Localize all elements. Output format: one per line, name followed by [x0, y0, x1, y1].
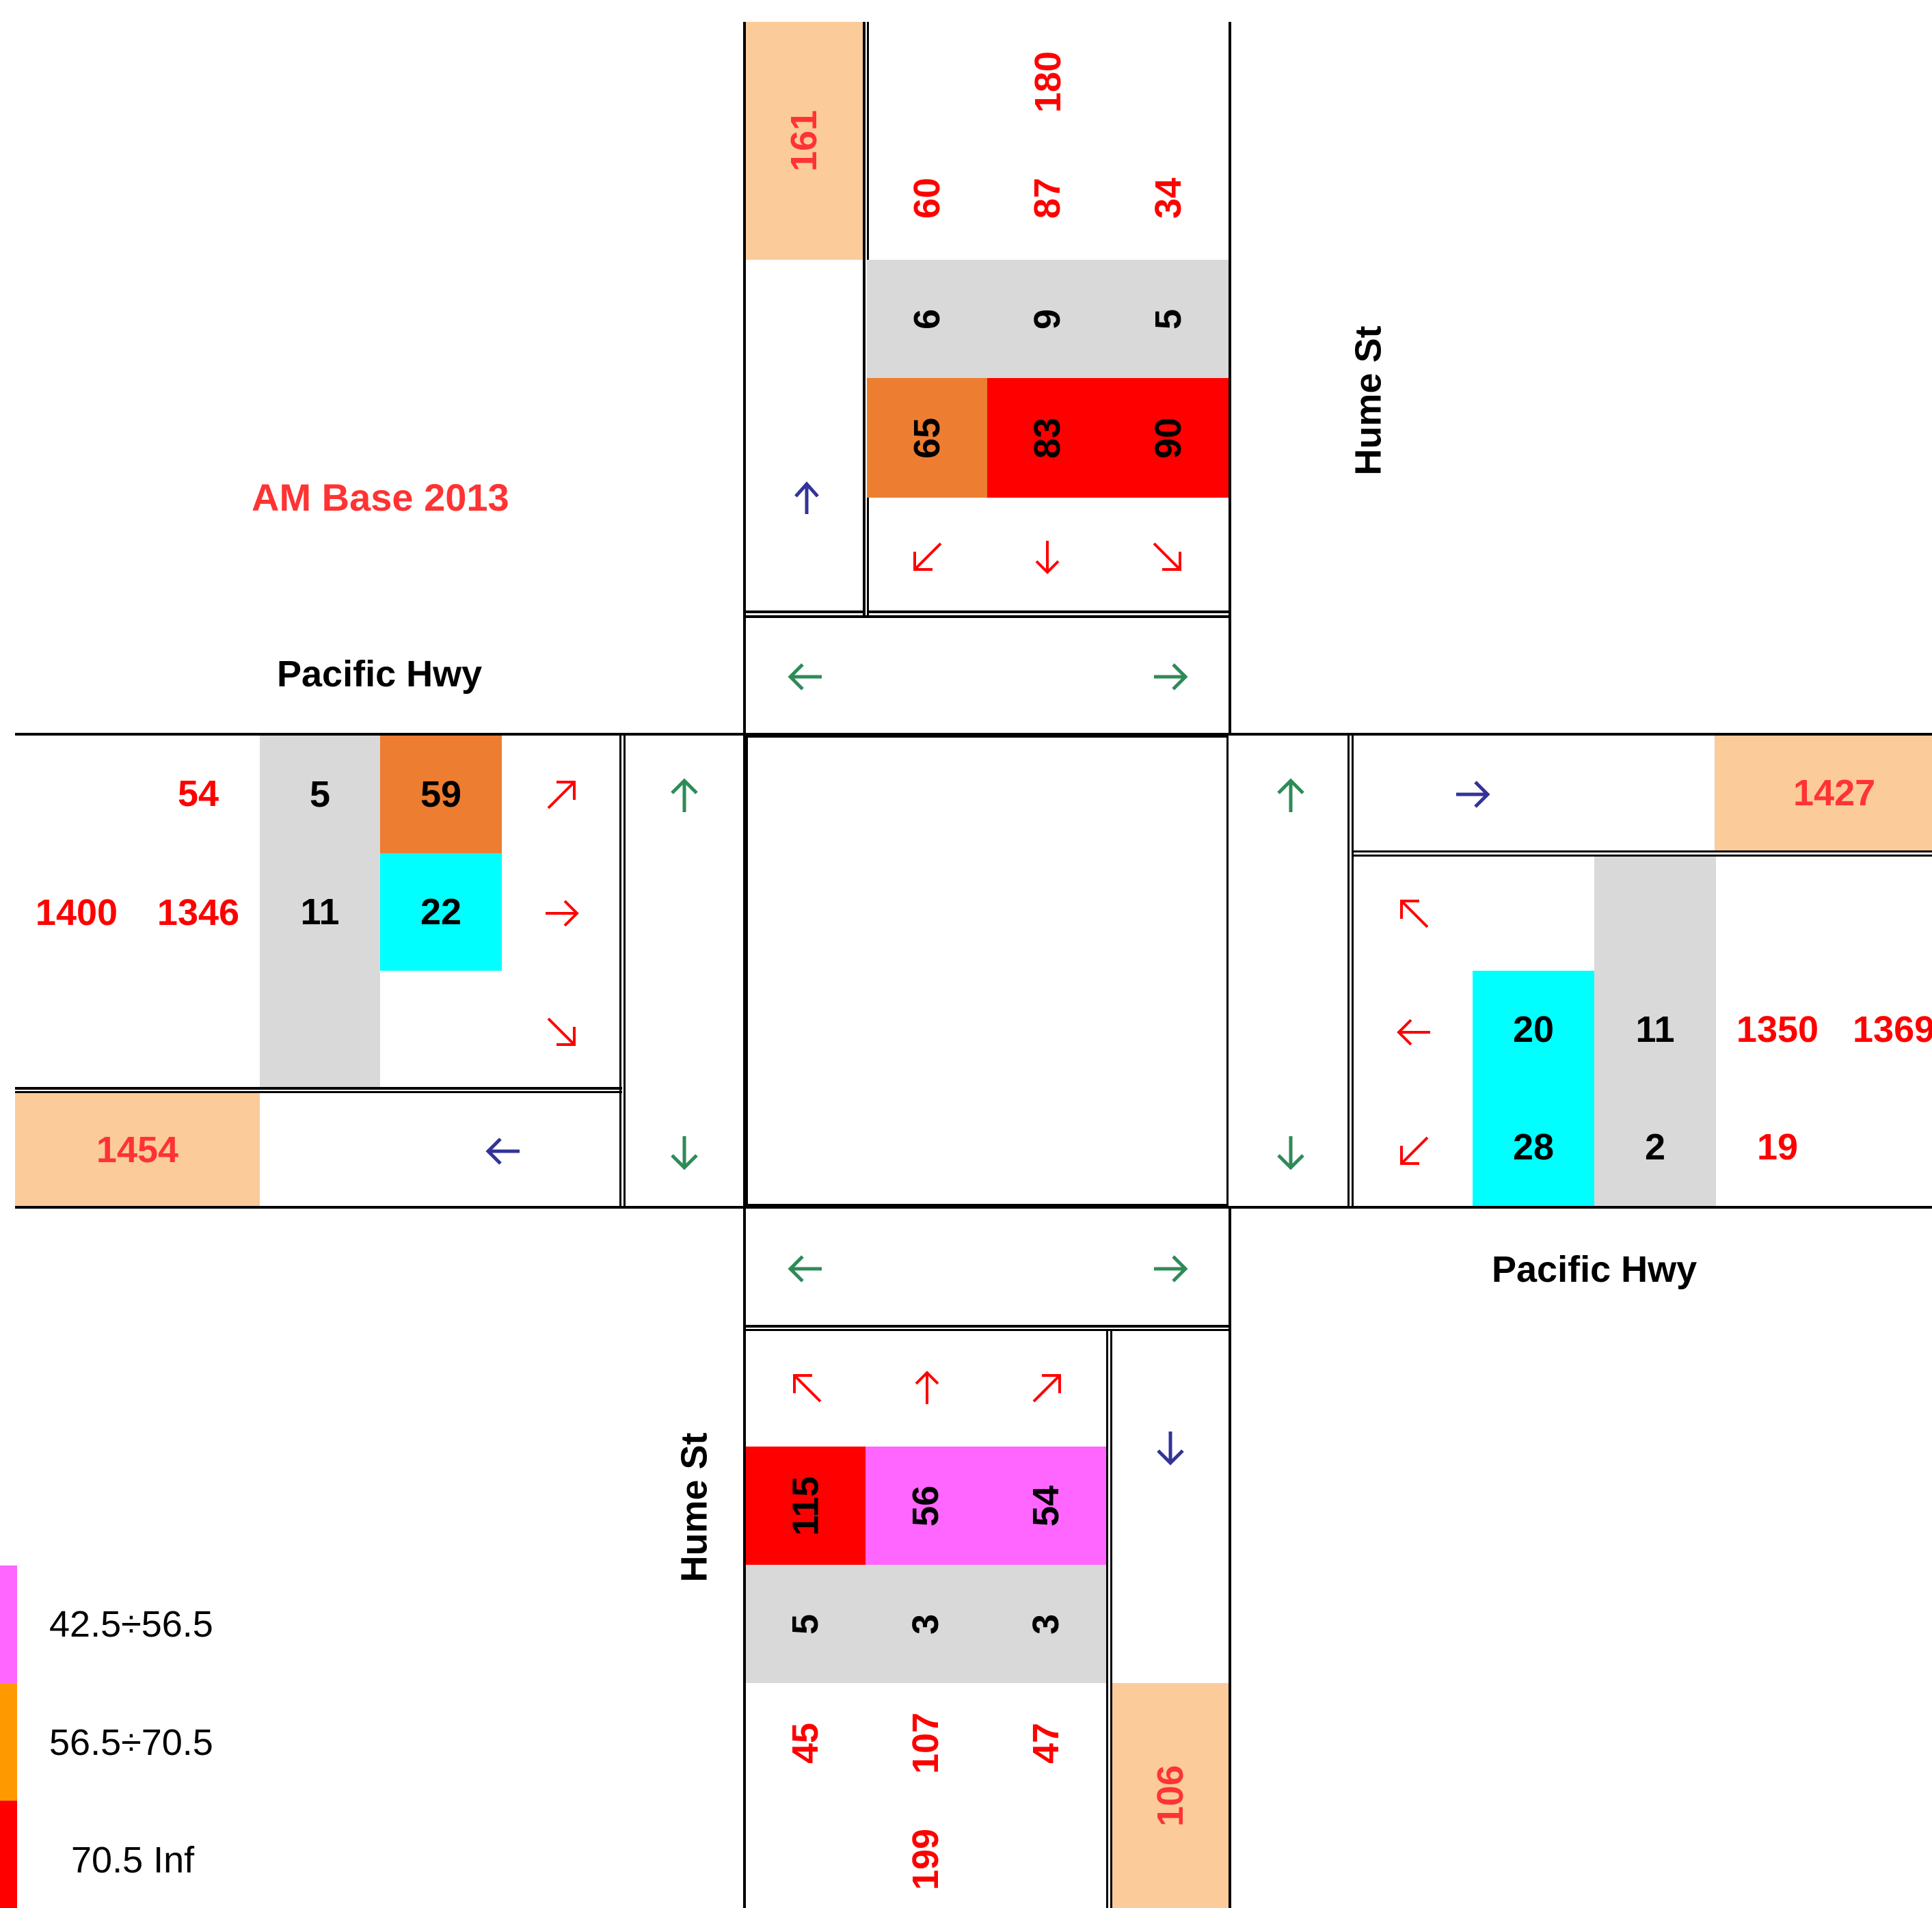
west-through-volume: 1346: [157, 892, 240, 933]
right-arrow-icon: [1154, 1255, 1188, 1282]
right-arrow-icon: [1456, 781, 1490, 808]
legend-swatch-magenta: [0, 1566, 17, 1683]
down-arrow-icon: [1157, 1432, 1184, 1466]
west-approach-total: 1400: [35, 892, 118, 933]
diagram-title: AM Base 2013: [252, 476, 509, 519]
down-left-arrow-icon: [1400, 1136, 1429, 1165]
left-arrow-icon: [1397, 1019, 1430, 1046]
down-left-arrow-icon: [913, 542, 942, 571]
down-arrow-icon: [1035, 541, 1060, 574]
east-through-volume: 1350: [1736, 1009, 1819, 1050]
up-arrow-icon: [671, 778, 698, 812]
legend-swatch-red: [0, 1801, 17, 1908]
up-arrow-icon: [915, 1371, 939, 1404]
up-arrow-icon: [1277, 778, 1304, 812]
right-arrow-icon: [546, 900, 579, 927]
south-through-heavy: 3: [905, 1613, 947, 1635]
street-label-hume-north: Hume St: [1347, 325, 1389, 476]
north-left-volume: 60: [906, 177, 948, 219]
west-exit-total: 1454: [15, 1093, 260, 1206]
legend-label: 70.5 Inf: [71, 1840, 195, 1881]
east-approach-total: 1369: [1853, 1009, 1932, 1050]
down-right-arrow-icon: [547, 1017, 576, 1046]
left-arrow-icon: [788, 1255, 822, 1282]
east-right-heavy: 2: [1644, 1127, 1666, 1168]
left-arrow-icon: [485, 1138, 520, 1165]
north-right-delay: 90: [1108, 378, 1229, 498]
east-right-delay: 28: [1473, 1088, 1594, 1206]
north-approach-total: 180: [1027, 51, 1069, 113]
east-through-heavy: 11: [1635, 1009, 1675, 1050]
south-left-heavy: 5: [785, 1613, 827, 1635]
up-left-arrow-icon: [1400, 900, 1429, 928]
north-exit-total: 161: [746, 22, 863, 260]
south-right-delay: 54: [987, 1447, 1106, 1565]
up-left-arrow-icon: [793, 1374, 822, 1403]
right-arrow-icon: [1154, 663, 1188, 690]
south-left-volume: 45: [785, 1722, 827, 1764]
east-right-volume: 19: [1756, 1127, 1799, 1168]
west-left-heavy: 5: [309, 774, 331, 815]
north-left-heavy: 6: [906, 308, 948, 330]
west-through-delay: 22: [380, 853, 502, 971]
street-label-pacific-east: Pacific Hwy: [1492, 1249, 1698, 1290]
intersection-center: [746, 736, 1229, 1206]
south-left-delay: 115: [746, 1447, 866, 1565]
down-right-arrow-icon: [1153, 542, 1181, 571]
west-left-delay: 59: [380, 736, 502, 853]
down-arrow-icon: [1277, 1136, 1304, 1170]
north-right-heavy: 5: [1147, 308, 1189, 330]
legend-label: 56.5÷70.5: [49, 1722, 213, 1763]
street-label-hume-south: Hume St: [673, 1432, 715, 1583]
north-left-delay: 65: [867, 378, 987, 498]
legend-label: 42.5÷56.5: [49, 1604, 213, 1645]
street-label-pacific-west: Pacific Hwy: [277, 654, 483, 695]
up-right-arrow-icon: [547, 781, 576, 809]
south-through-volume: 107: [905, 1712, 947, 1775]
legend-swatch-orange: [0, 1683, 17, 1801]
north-right-volume: 34: [1147, 177, 1189, 219]
south-exit-total: 106: [1112, 1683, 1229, 1908]
west-left-volume: 54: [177, 773, 219, 814]
south-approach-total: 199: [905, 1828, 947, 1891]
south-right-heavy: 3: [1025, 1613, 1067, 1635]
up-arrow-icon: [794, 481, 819, 514]
east-through-delay: 20: [1473, 971, 1594, 1088]
east-exit-total: 1427: [1715, 736, 1932, 850]
north-through-volume: 87: [1027, 177, 1069, 219]
south-right-volume: 47: [1025, 1722, 1067, 1764]
west-through-heavy: 11: [300, 891, 340, 932]
north-through-heavy: 9: [1027, 308, 1069, 330]
south-through-delay: 56: [866, 1447, 987, 1565]
down-arrow-icon: [671, 1136, 698, 1170]
up-right-arrow-icon: [1032, 1374, 1061, 1403]
north-through-delay: 83: [987, 378, 1108, 498]
left-arrow-icon: [788, 663, 822, 690]
